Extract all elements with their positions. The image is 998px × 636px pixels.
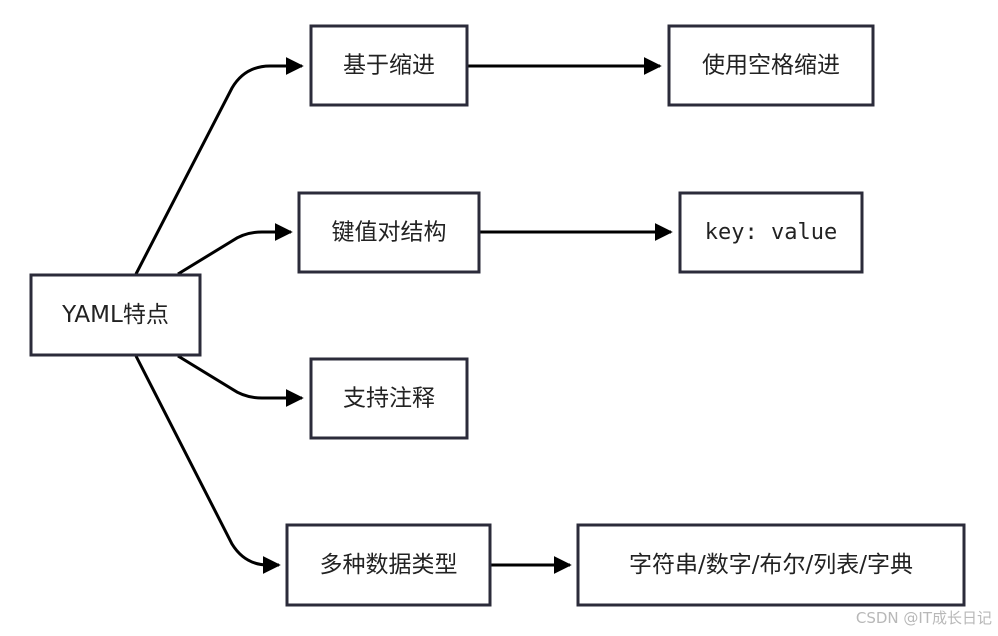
node-space-indent-label: 使用空格缩进 [702, 53, 840, 79]
node-indent: 基于缩进 [309, 24, 469, 107]
node-types-label: 多种数据类型 [320, 552, 458, 578]
node-types-list-label: 字符串/数字/布尔/列表/字典 [629, 552, 913, 578]
edge-root-to-comments [177, 354, 304, 407]
node-kv-example-label: key: value [705, 220, 837, 245]
node-comments: 支持注释 [309, 357, 469, 440]
watermark: CSDN @IT成长日记 [855, 609, 992, 627]
node-space-indent: 使用空格缩进 [667, 24, 875, 107]
node-kv-label: 键值对结构 [332, 220, 447, 246]
node-kv: 键值对结构 [297, 191, 481, 274]
node-kv-example: key: value [678, 191, 864, 274]
node-types: 多种数据类型 [285, 523, 492, 607]
edge-root-to-kv [177, 223, 293, 276]
edge-root-to-indent [134, 57, 304, 275]
node-indent-label: 基于缩进 [343, 53, 435, 79]
node-comments-label: 支持注释 [343, 386, 435, 412]
node-root-label: YAML特点 [61, 302, 169, 328]
edge-root-to-types [134, 355, 281, 574]
node-root: YAML特点 [29, 273, 202, 357]
node-types-list: 字符串/数字/布尔/列表/字典 [576, 523, 966, 607]
